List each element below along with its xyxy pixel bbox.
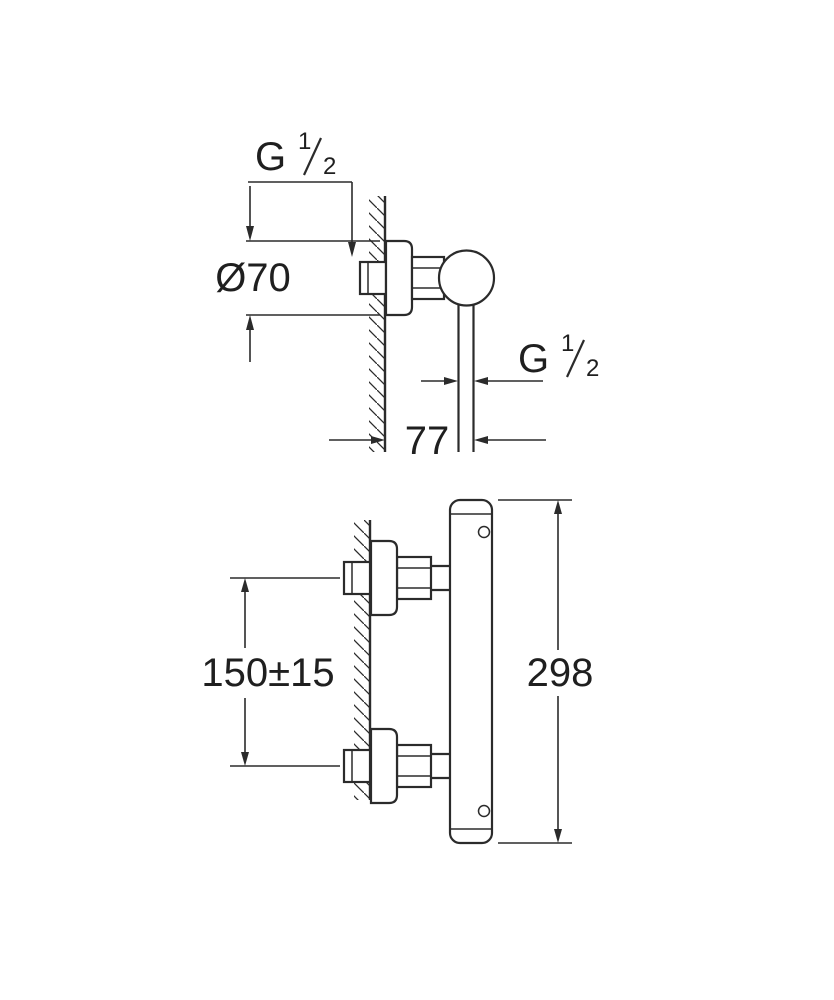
wall-supply-fitting [342,560,372,596]
dimension-arrow [554,500,562,514]
wall-supply-fitting [342,748,372,784]
thermostat-body [448,498,494,845]
inlet-thread-label: G [255,135,286,179]
union-nut [395,743,433,789]
dimension-arrow [444,377,458,385]
inlet-thread-denominator: 2 [323,153,336,180]
escutcheon-diameter-label: Ø70 [215,256,291,300]
escutcheon-side [384,239,414,317]
dimension-arrow [246,315,254,330]
fraction-slash [566,339,585,378]
dimension-arrow [246,226,254,241]
outlet-thread-dimension: G 1 2 [421,330,599,385]
dimension-arrow [474,377,488,385]
body-bottom-screw [477,804,491,818]
side-view: G 1 2 Ø70 G 1 2 [215,128,599,463]
escutcheon [369,727,399,805]
union-nut [395,555,433,601]
lower-inlet-connection [342,727,450,805]
dimension-arrow [241,752,249,766]
outlet-thread-numerator: 1 [561,330,574,357]
inlet-thread-dimension: G 1 2 [248,128,356,257]
dimension-arrow [554,829,562,843]
fraction-slash [303,137,322,176]
escutcheon [369,539,399,617]
outlet-thread-label: G [518,337,549,381]
body-length-dimension: 298 [498,499,594,844]
wall-hatching [369,196,385,452]
inlet-spacing-label: 150±15 [201,651,334,695]
valve-body-circle [437,249,496,307]
dimension-arrow [241,578,249,592]
dimension-arrow [371,436,385,444]
upper-inlet-connection [342,539,450,617]
outlet-thread-denominator: 2 [586,355,599,382]
inlet-spacing-dimension: 150±15 [201,578,335,766]
wall-to-outlet-label: 77 [405,419,450,463]
inlet-thread-numerator: 1 [298,128,311,155]
escutcheon-diameter-dimension: Ø70 [215,186,291,362]
wall-to-outlet-dimension: 77 [329,419,546,463]
wall-supply-fitting [358,260,388,296]
front-view: 150±15 298 [201,498,594,845]
dimension-arrow [474,436,488,444]
body-top-screw [477,525,491,539]
dimension-arrow [348,242,356,257]
body-length-label: 298 [527,651,594,695]
